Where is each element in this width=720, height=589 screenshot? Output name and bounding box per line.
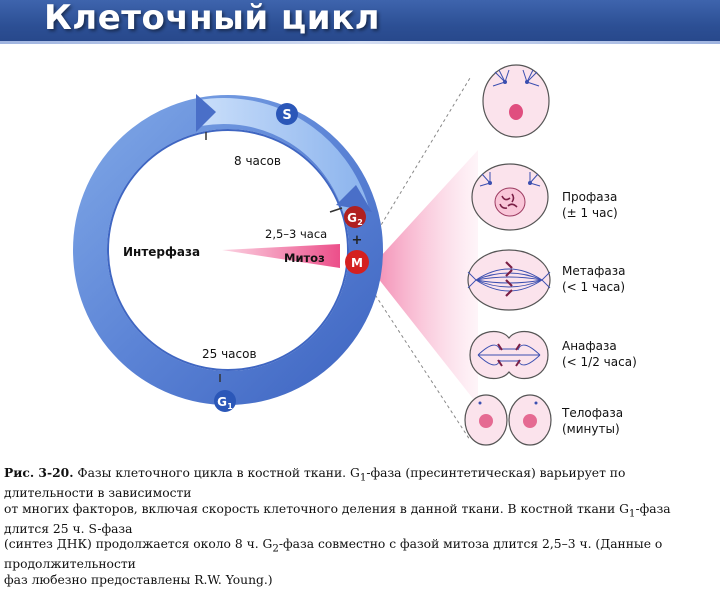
caption-line2: от многих факторов, включая скорость кле…	[4, 501, 629, 516]
cell-interphase	[482, 64, 550, 138]
caption-line4: фаз любезно предоставлены R.W. Young.)	[4, 572, 273, 587]
g2-phase-badge: G 2	[344, 206, 366, 228]
stage-label-prophase: Профаза (± 1 час)	[562, 190, 618, 220]
cell-telophase	[464, 394, 552, 446]
stage-label-telophase: Телофаза (минуты)	[561, 406, 623, 436]
svg-text:(± 1 час): (± 1 час)	[562, 206, 618, 220]
s-phase-arc	[197, 98, 369, 214]
label-interphase: Интерфаза	[123, 245, 200, 259]
svg-text:Телофаза: Телофаза	[561, 406, 623, 420]
figure-caption: Рис. 3-20. Фазы клеточного цикла в костн…	[4, 465, 716, 589]
cell-anaphase	[469, 330, 549, 380]
g1-phase-sub: 1	[227, 402, 233, 411]
phase-ticks	[205, 132, 343, 382]
stage-label-metaphase: Метафаза (< 1 часа)	[562, 264, 625, 294]
label-25-hours: 25 часов	[202, 347, 257, 361]
stage-label-anaphase: Анафаза (< 1/2 часа)	[562, 339, 637, 369]
caption-line1: Фазы клеточного цикла в костной ткани. G	[73, 466, 360, 480]
cycle-arrow-head	[196, 94, 216, 132]
svg-text:(минуты): (минуты)	[562, 422, 620, 436]
label-mitosis-time: 2,5–3 часа	[265, 227, 327, 241]
cycle-arrow-head-right	[336, 185, 372, 212]
m-phase-label: M	[351, 256, 363, 270]
g2-phase-label: G	[347, 211, 357, 225]
cell-cycle-figure: S G 2 + M G 1 8 часов Интерфаза 2,5–3 ча…	[0, 44, 720, 464]
slide-title: Клеточный цикл	[44, 0, 381, 38]
slide-header: Клеточный цикл	[0, 0, 720, 44]
caption-line2-end: -фаза длится 25 ч. S-фаза	[4, 501, 671, 536]
cell-cycle-diagram: S G 2 + M G 1 8 часов Интерфаза 2,5–3 ча…	[73, 64, 637, 446]
m-phase-badge: M	[345, 250, 369, 274]
svg-text:Анафаза: Анафаза	[562, 339, 617, 353]
cell-prophase	[471, 163, 549, 231]
cell-metaphase	[467, 249, 551, 311]
caption-line1-end: -фаза (пресинтетическая) варьирует по дл…	[4, 466, 626, 501]
g1-phase-label: G	[217, 395, 227, 409]
mitosis-wedge	[222, 244, 340, 268]
mitosis-cone	[370, 150, 478, 405]
caption-line1-sub: 1	[359, 471, 367, 484]
caption-line2-sub: 1	[628, 507, 636, 520]
g2-phase-sub: 2	[357, 218, 363, 227]
label-mitosis: Митоз	[284, 251, 325, 265]
svg-text:(< 1/2 часа): (< 1/2 часа)	[562, 355, 637, 369]
s-phase-badge: S	[276, 103, 298, 125]
caption-line3: (синтез ДНК) продолжается около 8 ч. G	[4, 537, 273, 552]
plus-sign: +	[352, 233, 363, 248]
svg-text:(< 1 часа): (< 1 часа)	[562, 280, 625, 294]
s-phase-label: S	[282, 108, 291, 123]
label-8-hours: 8 часов	[234, 154, 281, 168]
svg-text:Метафаза: Метафаза	[562, 264, 625, 278]
caption-label: Рис. 3-20.	[4, 465, 74, 480]
svg-text:Профаза: Профаза	[562, 190, 617, 204]
cone-dashed-lines	[371, 77, 471, 441]
g1-phase-badge: G 1	[214, 390, 236, 412]
